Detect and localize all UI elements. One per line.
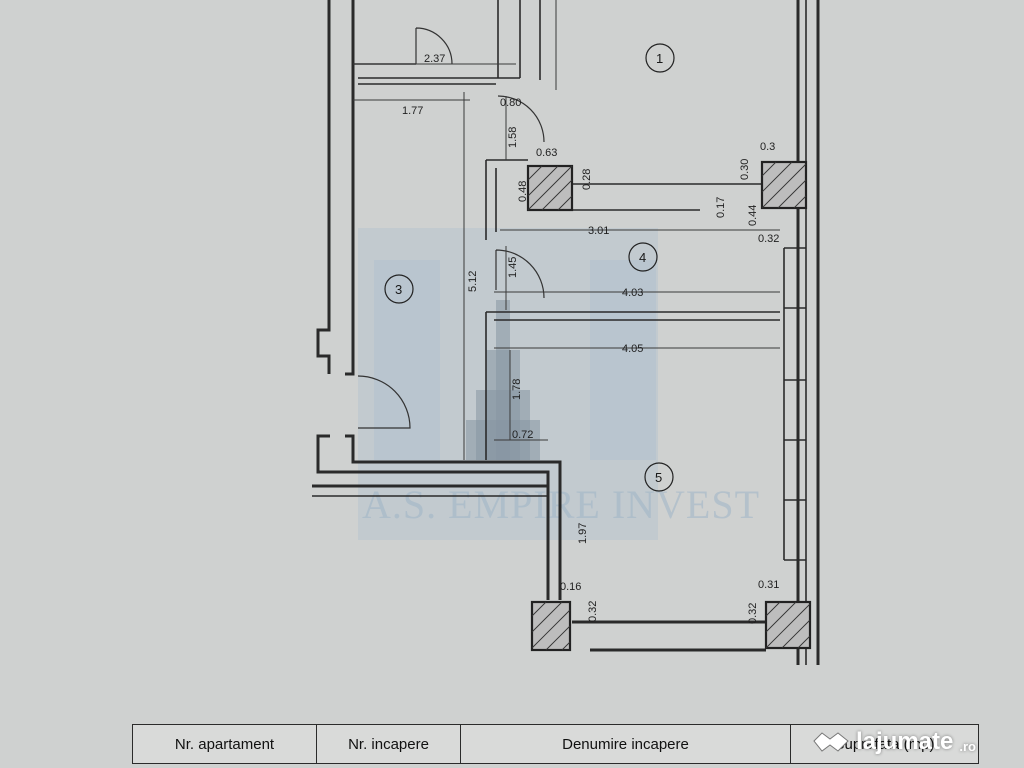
header-nr-incapere: Nr. incapere [316,724,461,764]
brand-watermark: lajumate .ro [812,724,976,760]
room-label-5: 5 [655,470,662,485]
room-marker-3: 3 [384,274,414,304]
dim-0-32-lower-left: 0.32 [587,601,599,622]
dim-1-45: 1.45 [507,257,519,278]
dim-0-80: 0.80 [500,97,521,109]
dim-0-32-right: 0.32 [758,233,779,245]
pillar-upper-left [526,164,574,212]
room-marker-5: 5 [644,462,674,492]
table-header-row: Nr. apartament Nr. incapere Denumire inc… [132,724,979,764]
dim-0-16: 0.16 [560,581,581,593]
dim-4-03: 4.03 [622,287,643,299]
brand-name: lajumate [856,728,954,755]
dim-0-32-lower-right: 0.32 [747,603,759,624]
room-label-4: 4 [639,250,646,265]
header-nr-apartament: Nr. apartament [132,724,317,764]
dimension-labels: 2.37 1.77 0.80 1.58 0.63 0.48 0.28 0.3 0… [402,53,779,624]
dim-5-12: 5.12 [467,271,479,292]
pillars [526,160,812,652]
room-label-1: 1 [656,51,663,66]
dim-0-28: 0.28 [581,169,593,190]
pillar-lower-right [764,600,812,650]
dim-0-31: 0.31 [758,579,779,591]
header-denumire-incapere: Denumire incapere [460,724,791,764]
brand-tld: .ro [959,738,976,754]
room-table: Nr. apartament Nr. incapere Denumire inc… [132,724,979,764]
dim-0-63: 0.63 [536,147,557,159]
dim-1-58: 1.58 [507,127,519,148]
dim-0-44: 0.44 [747,205,759,226]
pillar-lower-left [530,600,572,652]
dim-1-77: 1.77 [402,105,423,117]
handshake-icon [813,732,849,752]
dimension-lines [353,0,780,460]
dim-3-01: 3.01 [588,225,609,237]
dim-0-3: 0.3 [760,141,775,153]
dim-0-17: 0.17 [715,197,727,218]
dim-1-97: 1.97 [577,523,589,544]
dim-1-78: 1.78 [511,379,523,400]
dim-0-72: 0.72 [512,429,533,441]
room-marker-4: 4 [628,242,658,272]
dim-4-05: 4.05 [622,343,643,355]
dim-0-48: 0.48 [517,181,529,202]
dim-2-37: 2.37 [424,53,445,65]
room-markers: 1 3 4 5 [384,43,675,492]
pillar-upper-right [760,160,808,210]
dim-0-30: 0.30 [739,159,751,180]
room-label-3: 3 [395,282,402,297]
walls [312,0,820,665]
watermark: A.S. EMPIRE INVEST [358,228,759,540]
doors [357,27,545,429]
room-marker-1: 1 [645,43,675,73]
